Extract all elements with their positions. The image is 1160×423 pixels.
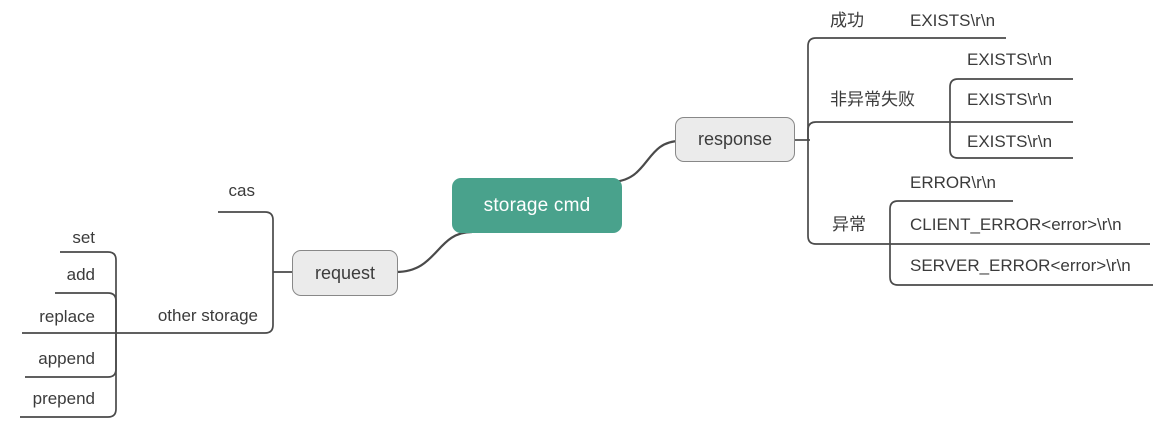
topic-nef-exists-2[interactable]: EXISTS\r\n bbox=[967, 90, 1053, 109]
topic-exception-server-error[interactable]: SERVER_ERROR<error>\r\n bbox=[910, 256, 1131, 275]
topic-prepend[interactable]: prepend bbox=[32, 389, 95, 408]
topic-exception-client-error[interactable]: CLIENT_ERROR<error>\r\n bbox=[910, 215, 1122, 234]
topic-request[interactable]: request bbox=[292, 250, 398, 296]
topic-append[interactable]: append bbox=[38, 349, 95, 368]
topic-exception-error[interactable]: ERROR\r\n bbox=[910, 173, 996, 192]
topic-set[interactable]: set bbox=[72, 228, 95, 247]
topic-cas[interactable]: cas bbox=[228, 181, 255, 200]
topic-other-storage[interactable]: other storage bbox=[157, 306, 258, 325]
topic-success[interactable]: 成功 bbox=[830, 11, 864, 30]
topic-exception[interactable]: 异常 bbox=[832, 215, 866, 234]
topic-add[interactable]: add bbox=[66, 265, 95, 284]
topic-replace[interactable]: replace bbox=[39, 307, 95, 326]
topic-response[interactable]: response bbox=[675, 117, 795, 162]
topic-storage-cmd[interactable]: storage cmd bbox=[452, 178, 622, 233]
topic-success-exists[interactable]: EXISTS\r\n bbox=[910, 11, 996, 30]
topic-nef-exists-3[interactable]: EXISTS\r\n bbox=[967, 132, 1053, 151]
topic-nef-exists-1[interactable]: EXISTS\r\n bbox=[967, 50, 1053, 69]
topic-non-exception-failure[interactable]: 非异常失败 bbox=[830, 90, 915, 109]
